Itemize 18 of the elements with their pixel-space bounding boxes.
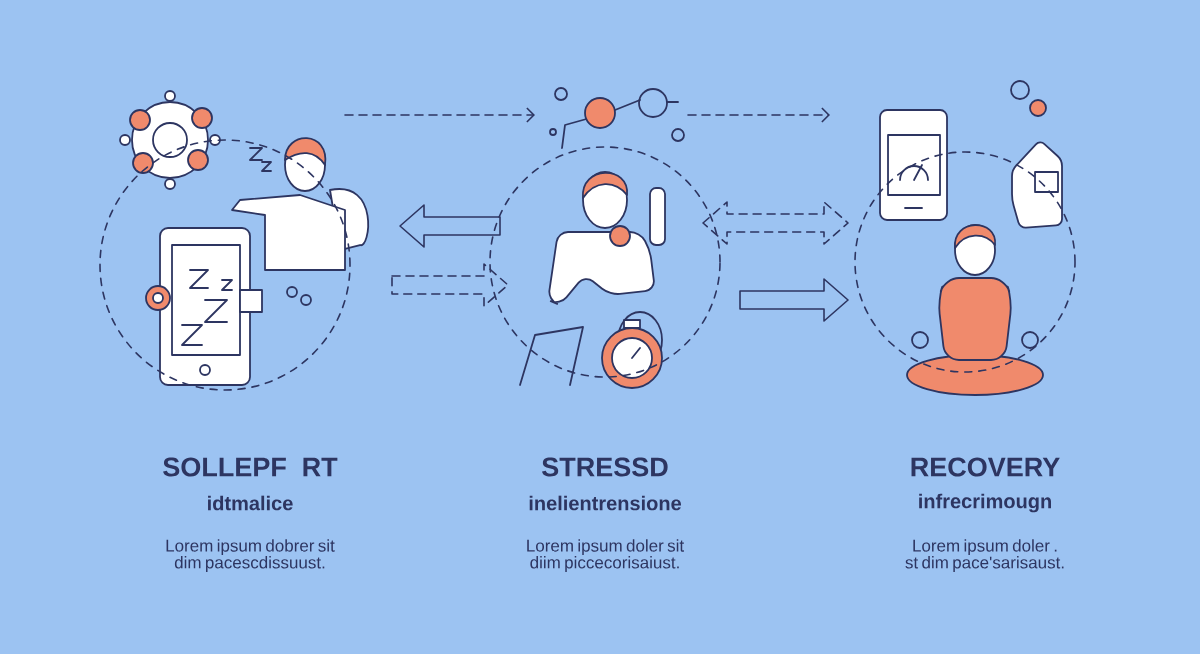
arrow	[739, 278, 849, 322]
stage-title: STRESSD	[542, 457, 668, 477]
arrow	[687, 107, 830, 123]
stage-title: SOLLEPF RT	[163, 457, 338, 477]
stage-subtitle: inelientrensione	[529, 495, 681, 511]
stage-title: RECOVERY	[911, 457, 1060, 477]
dashed-circle	[489, 146, 721, 378]
stage-subtitle: idtmalice	[208, 495, 293, 511]
stage-description: Lorem ipsum doler sit diim piccecorisaiust.	[527, 539, 684, 572]
arrow	[391, 263, 509, 307]
dashed-circle	[99, 139, 351, 391]
arrow	[344, 107, 535, 123]
arrow	[702, 201, 849, 245]
arrow	[399, 204, 501, 248]
stage-description: Lorem ipsum dobrer sit dim pacescdissuust.	[166, 539, 335, 572]
stage-description: Lorem ipsum doler . st dim pace'sarisaust.	[905, 539, 1064, 572]
stage-subtitle: infrecrimougn	[919, 493, 1051, 513]
dashed-circle	[854, 151, 1076, 373]
